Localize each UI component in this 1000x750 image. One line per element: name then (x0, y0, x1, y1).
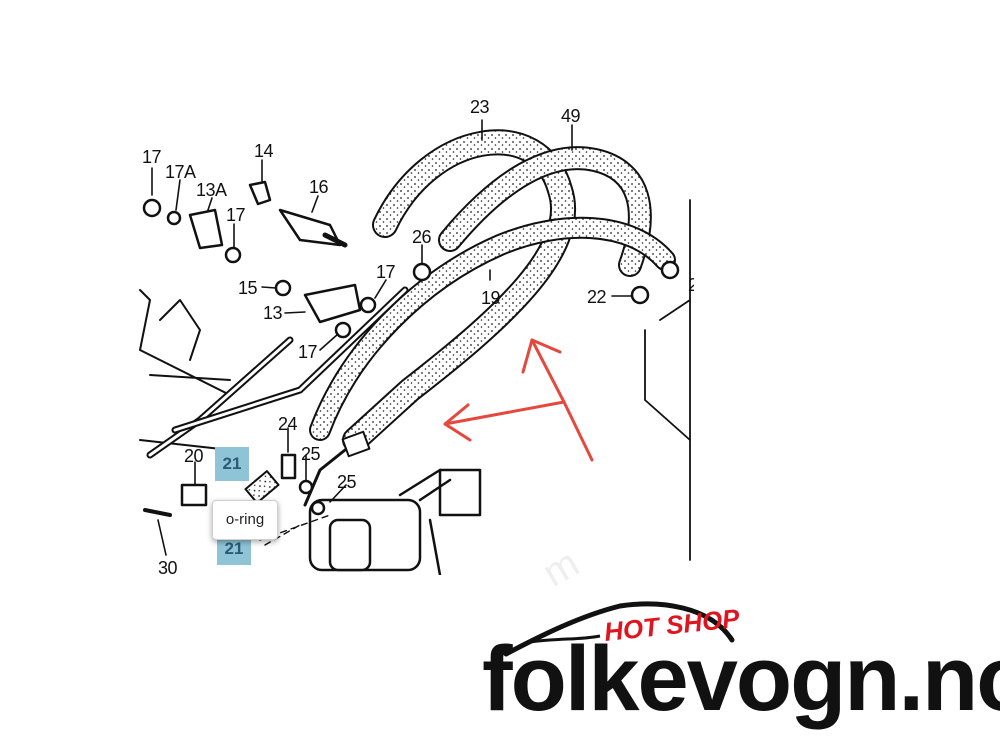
nut-17d (334, 321, 352, 339)
clip-22 (630, 285, 650, 305)
washer-17a (166, 210, 182, 226)
nut-17c (359, 296, 377, 314)
nipple (322, 232, 348, 248)
label-26: 26 (412, 227, 432, 247)
arrow-head-left (443, 403, 472, 442)
label-24: 24 (278, 414, 298, 434)
label-17-c: 17 (376, 262, 396, 282)
clip-right (660, 260, 680, 280)
engine-outline (139, 289, 231, 451)
label-17: 17 (142, 147, 162, 167)
brand-logo: HOT SHOP folkevogn.no (470, 596, 1000, 746)
label-13: 13 (263, 303, 283, 323)
right-outline (644, 199, 691, 561)
label-16: 16 (309, 177, 329, 197)
label-22: 22 (587, 287, 607, 307)
label-17a: 17A (165, 162, 196, 182)
bolt-20 (180, 483, 208, 507)
arrow-head-up (521, 338, 562, 374)
label-25-b: 25 (337, 472, 357, 492)
logo-wordmark: folkevogn.no (482, 628, 1000, 730)
screw-30 (143, 508, 172, 517)
label-15: 15 (238, 278, 258, 298)
tooltip-o-ring: o-ring (212, 500, 278, 540)
watermark: m (536, 541, 587, 596)
part-labels: 23 49 17 17A 13A 14 16 17 26 17 15 13 17… (142, 97, 698, 578)
washer-25a (298, 479, 314, 495)
label-13a: 13A (196, 180, 227, 200)
bolt-15 (274, 279, 292, 297)
label-20: 20 (184, 446, 204, 466)
fuel-pump (308, 468, 482, 575)
clip-26 (412, 262, 432, 282)
hose-fitting (341, 430, 371, 458)
label-2: 2 (688, 275, 698, 295)
hose-21 (244, 470, 280, 504)
red-arrows (443, 338, 594, 462)
car-silhouette-icon (503, 601, 735, 657)
cap-14 (248, 180, 272, 206)
label-14: 14 (254, 141, 274, 161)
clamp-13a (188, 208, 224, 250)
washer-25b (310, 500, 326, 516)
highlight-label-21[interactable]: 21 (215, 447, 249, 481)
arrow-shaft-up (530, 338, 566, 404)
label-17-d: 17 (298, 342, 318, 362)
nut-17b (224, 246, 242, 264)
label-30: 30 (158, 558, 178, 578)
banjo-24 (280, 453, 297, 480)
leader-lines (151, 119, 633, 556)
label-17-b: 17 (226, 205, 246, 225)
label-19: 19 (481, 288, 501, 308)
bracket-outline (159, 299, 201, 361)
clamp-13 (303, 283, 362, 324)
label-25-a: 25 (301, 444, 321, 464)
nut-17 (142, 198, 162, 218)
label-23: 23 (470, 97, 490, 117)
arrow-shaft-main (443, 400, 594, 462)
label-49: 49 (561, 106, 581, 126)
